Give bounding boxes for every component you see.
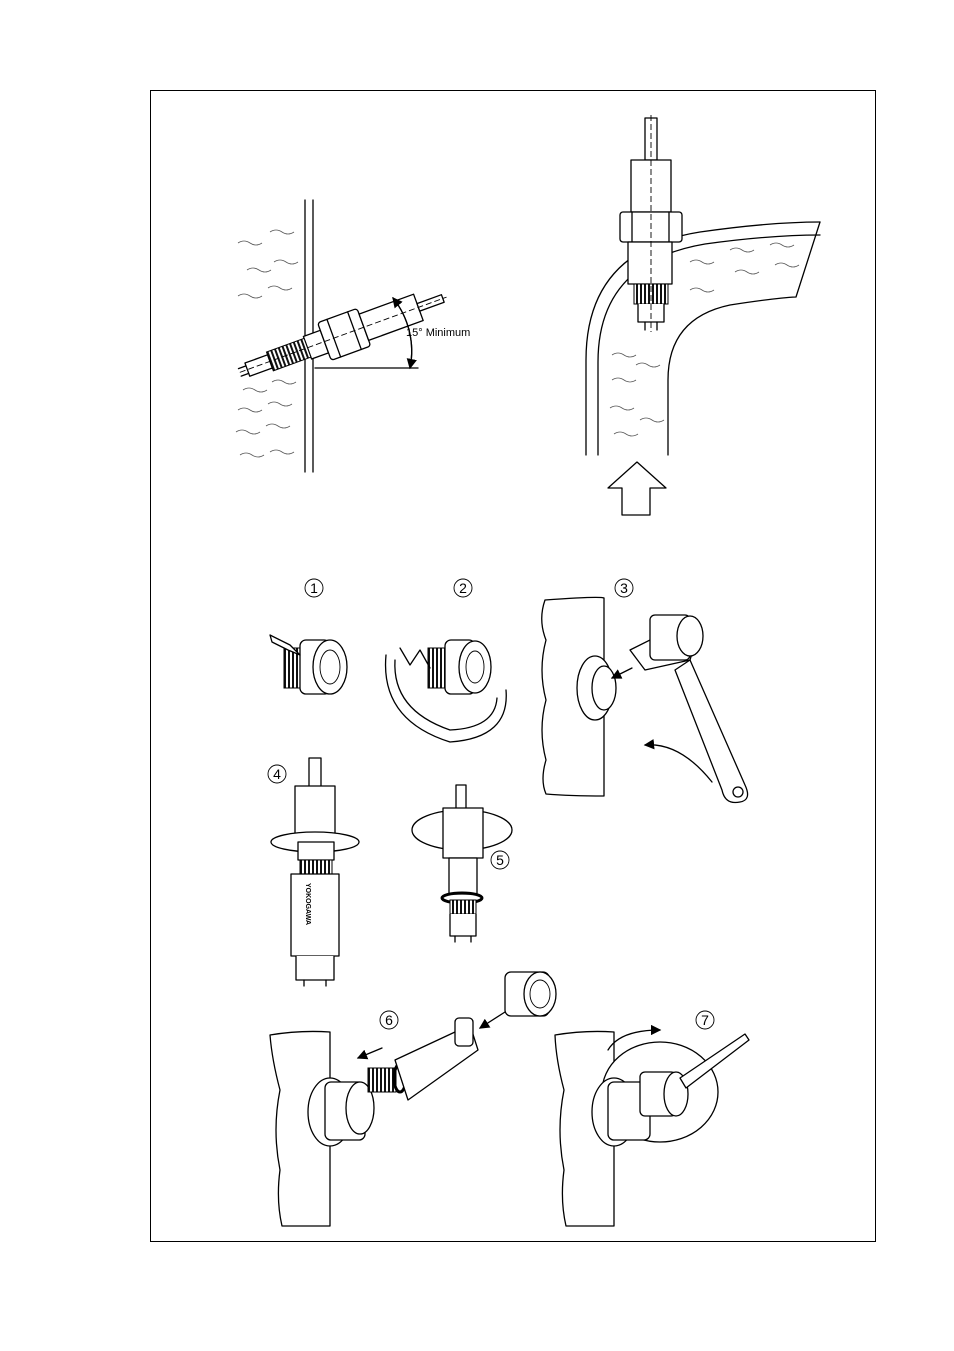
step-7-marker: 7 bbox=[696, 1011, 714, 1029]
step-4-marker: 4 bbox=[268, 765, 286, 783]
svg-text:3: 3 bbox=[620, 580, 628, 596]
svg-text:2: 2 bbox=[459, 580, 467, 596]
wall-mount-diagram: 15° Minimum bbox=[233, 200, 470, 472]
sensor-logo: YOKOGAWA bbox=[304, 883, 311, 925]
step-4-sensor: YOKOGAWA bbox=[271, 758, 359, 986]
step-3-marker: 3 bbox=[615, 579, 633, 597]
svg-text:5: 5 bbox=[496, 852, 504, 868]
step-1-adapter bbox=[270, 635, 347, 694]
step-6-nut bbox=[505, 972, 556, 1016]
step-7-assembly bbox=[555, 1030, 749, 1226]
step-6-marker: 6 bbox=[380, 1011, 398, 1029]
svg-text:7: 7 bbox=[701, 1012, 709, 1028]
step-2-adapter bbox=[386, 640, 507, 742]
svg-text:1: 1 bbox=[310, 580, 318, 596]
step-2-marker: 2 bbox=[454, 579, 472, 597]
angle-label: 15° Minimum bbox=[406, 327, 470, 339]
elbow-pipe-diagram bbox=[586, 115, 820, 515]
step-5-marker: 5 bbox=[491, 851, 509, 869]
step-3-wrench-diagram bbox=[542, 597, 748, 802]
flow-arrow bbox=[608, 462, 666, 515]
svg-text:6: 6 bbox=[385, 1012, 393, 1028]
vertical-sensor bbox=[620, 115, 682, 332]
step-6-assembly bbox=[270, 972, 556, 1226]
step-1-marker: 1 bbox=[305, 579, 323, 597]
svg-text:4: 4 bbox=[273, 766, 281, 782]
